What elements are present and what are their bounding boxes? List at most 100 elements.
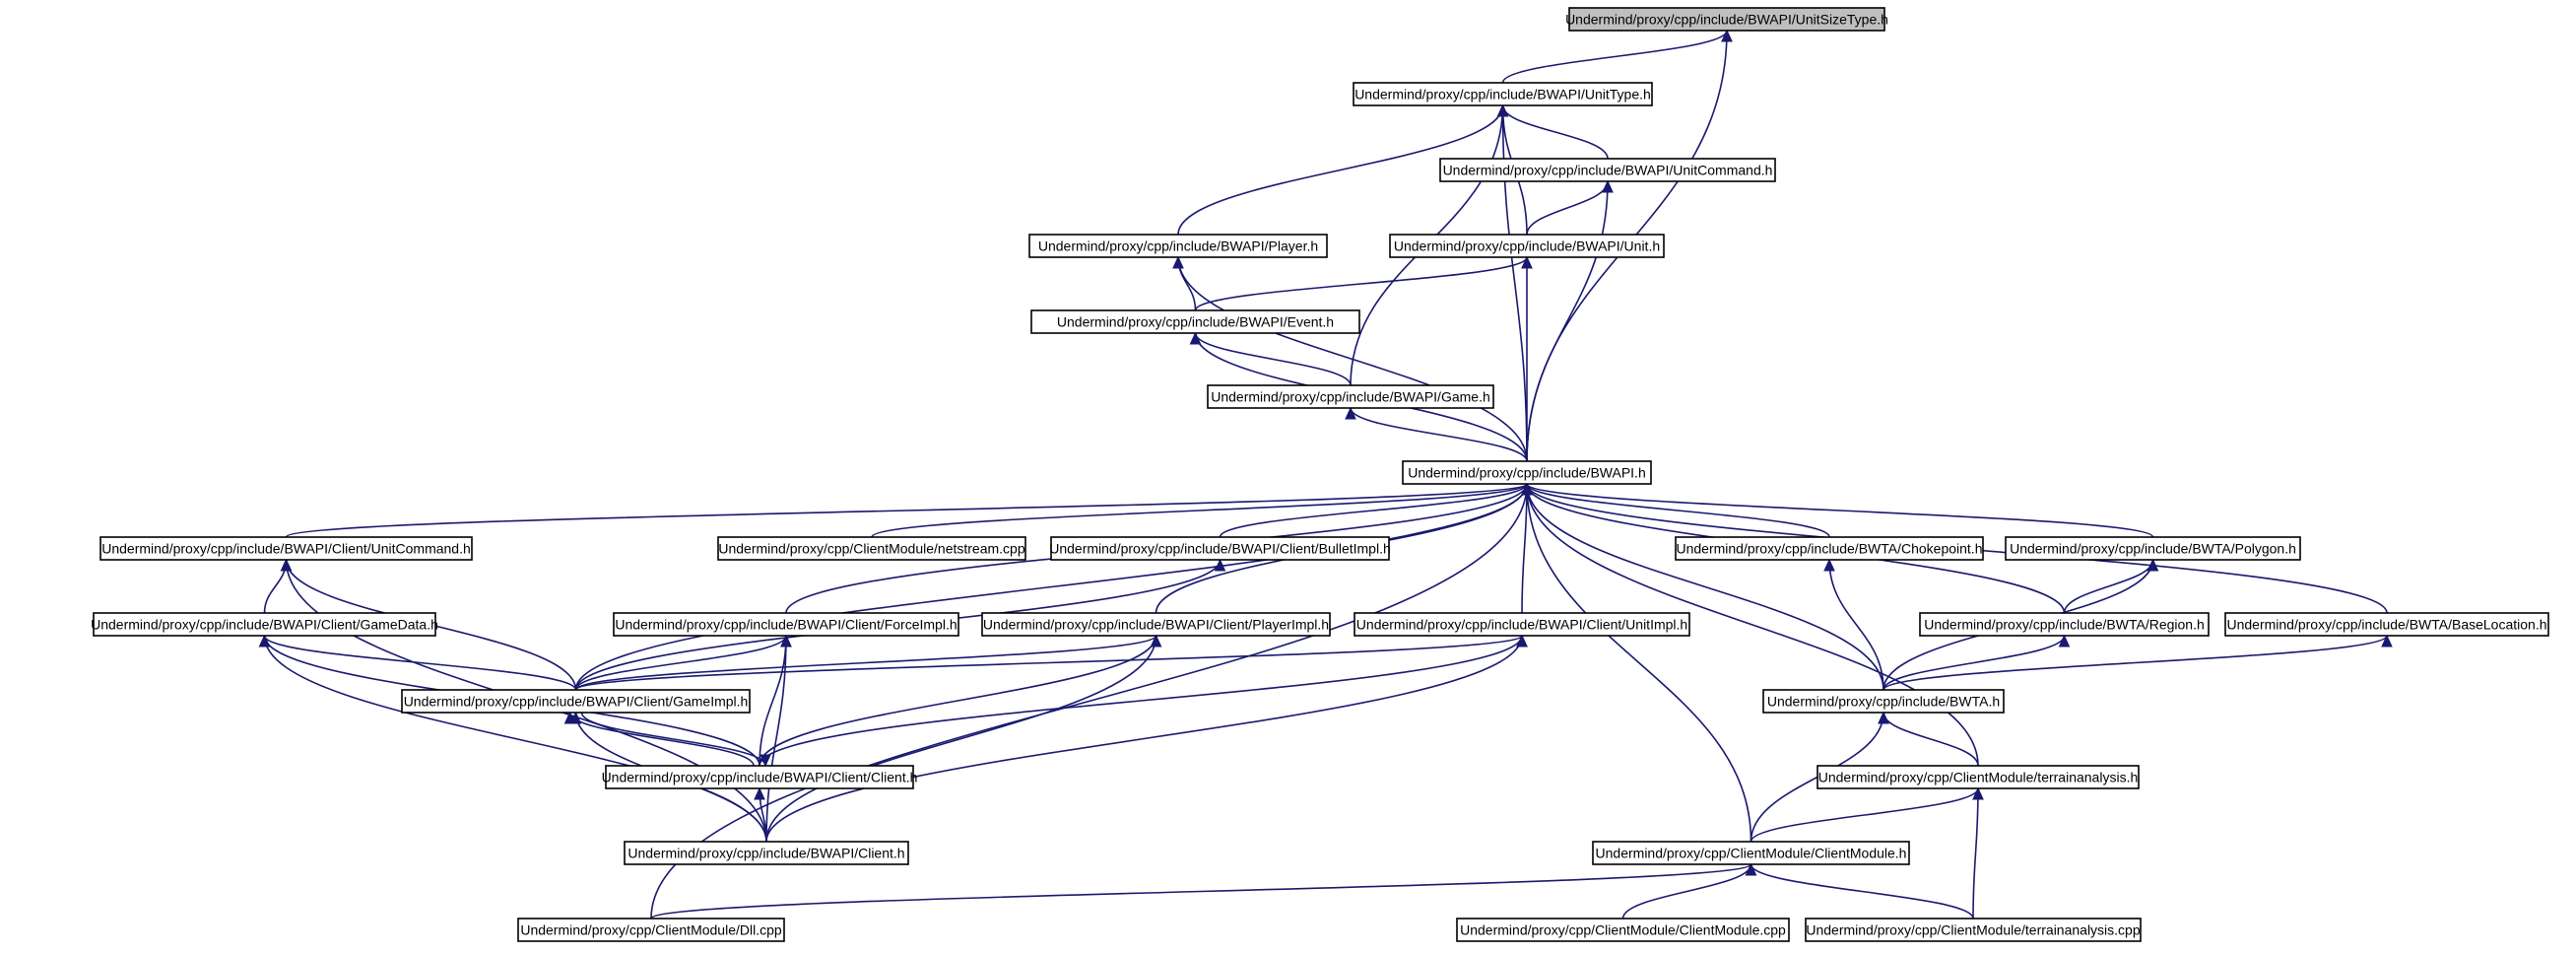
node-label: Undermind/proxy/cpp/include/BWTA/Region.…: [1924, 617, 2205, 633]
node-box: [1919, 612, 2210, 637]
edge-terrainanalysis_cpp-to-clientmodule_h: [1745, 862, 1974, 920]
node-bwapi[interactable]: Undermind/proxy/cpp/include/BWAPI.h: [1402, 460, 1652, 485]
edge-client_h-to-gamedata: [258, 634, 767, 843]
node-client_client[interactable]: Undermind/proxy/cpp/include/BWAPI/Client…: [602, 765, 918, 789]
node-layer: Undermind/proxy/cpp/include/BWAPI/UnitSi…: [91, 7, 2549, 942]
edge-line: [1219, 483, 1528, 538]
node-player[interactable]: Undermind/proxy/cpp/include/BWAPI/Player…: [1028, 234, 1328, 258]
arrowhead-icon: [1721, 29, 1733, 42]
node-label: Undermind/proxy/cpp/ClientModule/ClientM…: [1460, 922, 1786, 938]
arrowhead-icon: [754, 786, 765, 800]
node-polygon[interactable]: Undermind/proxy/cpp/include/BWTA/Polygon…: [2005, 536, 2301, 561]
node-gameimpl[interactable]: Undermind/proxy/cpp/include/BWAPI/Client…: [401, 689, 751, 714]
arrowhead-icon: [1345, 406, 1356, 420]
arrowhead-icon: [1521, 482, 1533, 496]
edge-line: [1882, 712, 1979, 767]
node-box: [1675, 536, 1984, 561]
node-netstream[interactable]: Undermind/proxy/cpp/ClientModule/netstre…: [717, 536, 1026, 561]
arrowhead-icon: [258, 634, 271, 647]
node-label: Undermind/proxy/cpp/include/BWAPI/Client…: [627, 846, 904, 861]
edge-gameimpl-to-client_client: [580, 712, 771, 768]
node-label: Undermind/proxy/cpp/include/BWAPI/Client…: [615, 617, 957, 633]
node-unittype[interactable]: Undermind/proxy/cpp/include/BWAPI/UnitTy…: [1353, 82, 1653, 106]
node-clientmodule_h[interactable]: Undermind/proxy/cpp/ClientModule/ClientM…: [1592, 841, 1910, 865]
edge-line: [1194, 332, 1352, 386]
node-gamedata[interactable]: Undermind/proxy/cpp/include/BWAPI/Client…: [91, 612, 438, 637]
node-label: Undermind/proxy/cpp/include/BWAPI/Client…: [404, 694, 749, 710]
edge-line: [580, 712, 766, 767]
edge-client_client-to-gameimpl: [563, 711, 755, 767]
node-clientmodule_cpp[interactable]: Undermind/proxy/cpp/ClientModule/ClientM…: [1456, 918, 1790, 942]
arrowhead-icon: [780, 634, 792, 647]
edge-line: [263, 635, 577, 691]
arrowhead-icon: [1172, 255, 1184, 269]
node-label: Undermind/proxy/cpp/include/BWAPI/Unit.h: [1394, 238, 1660, 254]
node-forceimpl[interactable]: Undermind/proxy/cpp/include/BWAPI/Client…: [613, 612, 959, 637]
node-game[interactable]: Undermind/proxy/cpp/include/BWAPI/Game.h: [1207, 384, 1494, 409]
arrowhead-icon: [1878, 711, 1889, 724]
node-box: [624, 841, 909, 865]
node-label: Undermind/proxy/cpp/include/BWTA/BaseLoc…: [2226, 617, 2546, 633]
node-playerimpl[interactable]: Undermind/proxy/cpp/include/BWAPI/Client…: [981, 612, 1331, 637]
node-event[interactable]: Undermind/proxy/cpp/include/BWAPI/Event.…: [1030, 309, 1360, 334]
node-unitcommand[interactable]: Undermind/proxy/cpp/include/BWAPI/UnitCo…: [1439, 158, 1776, 182]
node-label: Undermind/proxy/cpp/ClientModule/terrain…: [1806, 922, 2140, 938]
arrowhead-icon: [2147, 558, 2159, 572]
node-box: [1030, 309, 1360, 334]
node-box: [1402, 460, 1652, 485]
edge-line: [871, 483, 1528, 538]
edge-client_client-to-playerimpl: [759, 634, 1162, 767]
node-box: [605, 765, 914, 789]
edge-bwta-to-region: [1882, 634, 2071, 691]
node-unit[interactable]: Undermind/proxy/cpp/include/BWAPI/Unit.h: [1389, 234, 1665, 258]
node-baselocation[interactable]: Undermind/proxy/cpp/include/BWTA/BaseLoc…: [2224, 612, 2549, 637]
arrowhead-icon: [1150, 634, 1162, 647]
edge-bwapi-to-player: [1172, 255, 1528, 462]
node-client_h[interactable]: Undermind/proxy/cpp/include/BWAPI/Client…: [624, 841, 909, 865]
edge-line: [1526, 483, 1752, 843]
edge-line: [1194, 256, 1528, 311]
edge-clientmodule_cpp-to-clientmodule_h: [1621, 862, 1757, 920]
edge-dll-to-clientmodule_h: [650, 862, 1757, 920]
edge-terrainanalysis_cpp-to-terrainanalysis_h: [1972, 786, 1984, 920]
arrowhead-icon: [1214, 558, 1226, 572]
edge-line: [1526, 483, 2154, 538]
edge-polygon-to-bwapi: [1521, 482, 2154, 538]
node-label: Undermind/proxy/cpp/include/BWAPI/UnitSi…: [1565, 12, 1888, 28]
edge-line: [765, 635, 1157, 843]
node-bwta[interactable]: Undermind/proxy/cpp/include/BWTA.h: [1762, 689, 2005, 714]
node-terrainanalysis_h[interactable]: Undermind/proxy/cpp/ClientModule/terrain…: [1816, 765, 2140, 789]
node-box: [1805, 918, 2142, 942]
node-box: [1050, 536, 1390, 561]
node-label: Undermind/proxy/cpp/include/BWAPI/Client…: [101, 541, 471, 557]
node-label: Undermind/proxy/cpp/include/BWAPI/Client…: [602, 770, 918, 785]
node-chokepoint[interactable]: Undermind/proxy/cpp/include/BWTA/Chokepo…: [1675, 536, 1984, 561]
node-label: Undermind/proxy/cpp/include/BWAPI/Client…: [983, 617, 1329, 633]
edge-line: [1828, 559, 1884, 691]
node-region[interactable]: Undermind/proxy/cpp/include/BWTA/Region.…: [1919, 612, 2210, 637]
edge-client_h-to-client_client: [754, 786, 767, 843]
node-dll[interactable]: Undermind/proxy/cpp/ClientModule/Dll.cpp: [517, 918, 785, 942]
node-box: [1439, 158, 1776, 182]
node-label: Undermind/proxy/cpp/include/BWAPI/Client…: [1356, 617, 1687, 633]
edge-line: [1177, 104, 1504, 236]
edge-unittype-to-unitsizetype: [1501, 29, 1733, 84]
node-client_unitcommand[interactable]: Undermind/proxy/cpp/include/BWAPI/Client…: [99, 536, 473, 561]
node-label: Undermind/proxy/cpp/include/BWAPI/Event.…: [1057, 314, 1334, 330]
node-bulletimpl[interactable]: Undermind/proxy/cpp/include/BWAPI/Client…: [1049, 536, 1391, 561]
arrowhead-icon: [1496, 103, 1509, 117]
node-unitimpl[interactable]: Undermind/proxy/cpp/include/BWAPI/Client…: [1354, 612, 1690, 637]
arrowhead-icon: [2381, 634, 2393, 647]
node-label: Undermind/proxy/cpp/ClientModule/terrain…: [1818, 770, 2139, 785]
node-terrainanalysis_cpp[interactable]: Undermind/proxy/cpp/ClientModule/terrain…: [1805, 918, 2142, 942]
edge-line: [1350, 407, 1528, 462]
edge-event-to-unit: [1194, 255, 1533, 311]
edge-line: [574, 635, 1157, 691]
edge-gameimpl-to-forceimpl: [574, 634, 792, 691]
edge-line: [765, 635, 1523, 843]
arrowhead-icon: [1972, 786, 1984, 800]
node-label: Undermind/proxy/cpp/include/BWAPI/UnitCo…: [1443, 163, 1773, 178]
edge-terrainanalysis_h-to-bwta: [1878, 711, 1979, 767]
edge-bulletimpl-to-bwapi: [1219, 482, 1533, 538]
